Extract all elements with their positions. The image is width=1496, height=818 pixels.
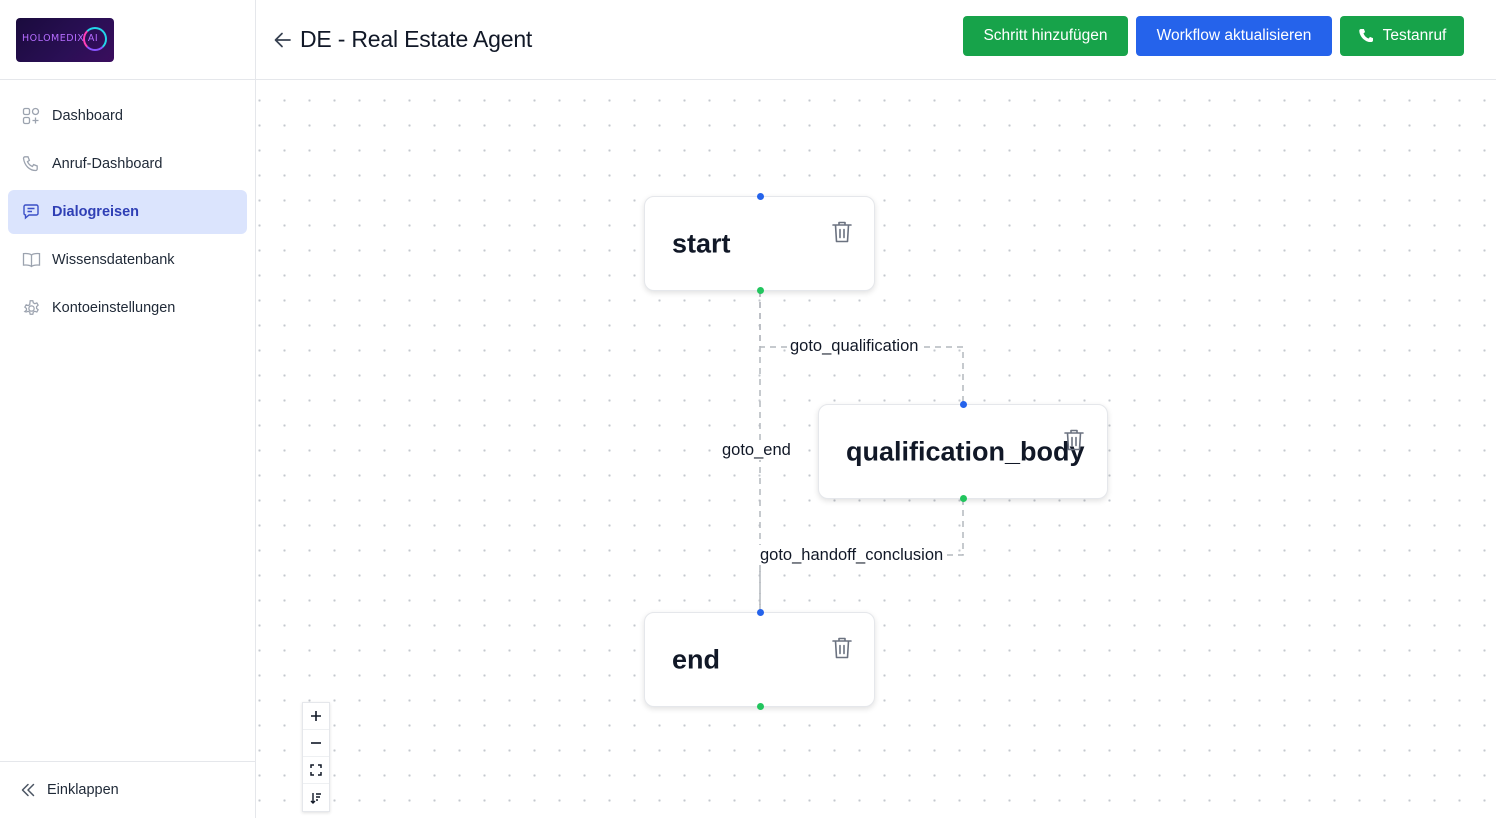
page-header: DE - Real Estate Agent Schritt hinzufüge… <box>256 0 1496 80</box>
logo-area: HOLOMEDIX AI <box>0 0 255 80</box>
node-output-handle[interactable] <box>960 495 967 502</box>
zoom-in-button[interactable] <box>303 703 329 730</box>
node-label: qualification_body <box>846 436 1085 466</box>
edge-label-goto-qualification[interactable]: goto_qualification <box>787 336 922 356</box>
collapse-label: Einklappen <box>47 782 119 798</box>
sidebar-item-label: Dialogreisen <box>52 204 140 220</box>
node-label: end <box>672 644 721 674</box>
gear-icon <box>21 298 41 318</box>
workflow-node-start[interactable]: start <box>644 193 875 294</box>
phone-icon <box>1358 28 1374 44</box>
fit-view-icon <box>310 764 322 776</box>
chat-icon <box>21 202 41 222</box>
layout-icon <box>310 792 321 804</box>
grid-icon <box>21 106 41 126</box>
sidebar-item-dashboard[interactable]: Dashboard <box>8 94 247 138</box>
plus-icon <box>311 711 321 721</box>
node-output-handle[interactable] <box>757 287 764 294</box>
node-input-handle[interactable] <box>960 401 967 408</box>
sidebar-item-dialogreisen[interactable]: Dialogreisen <box>8 190 247 234</box>
node-output-handle[interactable] <box>757 703 764 710</box>
book-icon <box>21 250 41 270</box>
sidebar-item-label: Wissensdatenbank <box>52 252 175 268</box>
update-workflow-button[interactable]: Workflow aktualisieren <box>1136 16 1332 56</box>
canvas-controls <box>302 702 330 812</box>
sidebar-nav: Dashboard Anruf-Dashboard Dialogreisen <box>8 94 247 334</box>
sidebar-item-wissensdatenbank[interactable]: Wissensdatenbank <box>8 238 247 282</box>
trash-icon[interactable] <box>830 219 854 245</box>
workflow-canvas[interactable]: goto_qualification goto_end goto_handoff… <box>256 81 1496 818</box>
logo-text: HOLOMEDIX AI <box>22 33 99 44</box>
phone-icon <box>21 154 41 174</box>
add-step-label: Schritt hinzufügen <box>983 27 1108 44</box>
sidebar-item-label: Dashboard <box>52 108 123 124</box>
logo[interactable]: HOLOMEDIX AI <box>16 18 114 62</box>
sidebar-item-anruf-dashboard[interactable]: Anruf-Dashboard <box>8 142 247 186</box>
node-input-handle[interactable] <box>757 609 764 616</box>
update-workflow-label: Workflow aktualisieren <box>1156 27 1312 44</box>
trash-icon[interactable] <box>830 635 854 661</box>
workflow-node-end[interactable]: end <box>644 609 875 710</box>
fit-view-button[interactable] <box>303 757 329 784</box>
auto-layout-button[interactable] <box>303 784 329 811</box>
sidebar-item-label: Anruf-Dashboard <box>52 156 163 172</box>
collapse-sidebar-button[interactable]: Einklappen <box>0 761 255 818</box>
test-call-label: Testanruf <box>1382 27 1447 44</box>
workflow-node-qualification-body[interactable]: qualification_body <box>818 401 1108 502</box>
add-step-button[interactable]: Schritt hinzufügen <box>963 16 1128 56</box>
node-label-clip: qualification_body <box>819 405 1085 498</box>
edge-label-goto-handoff-conclusion[interactable]: goto_handoff_conclusion <box>757 545 947 565</box>
sidebar-item-kontoeinstellungen[interactable]: Kontoeinstellungen <box>8 286 247 330</box>
node-label: start <box>672 228 731 258</box>
chevrons-left-icon <box>20 782 36 798</box>
test-call-button[interactable]: Testanruf <box>1340 16 1464 56</box>
zoom-out-button[interactable] <box>303 730 329 757</box>
edge-label-goto-end[interactable]: goto_end <box>719 440 794 460</box>
logo-ring-icon <box>83 27 107 51</box>
trash-icon[interactable] <box>1062 427 1086 453</box>
back-arrow-icon[interactable] <box>272 29 294 51</box>
page-title: DE - Real Estate Agent <box>300 26 533 52</box>
sidebar: HOLOMEDIX AI Dashboard Anruf-Dashboard <box>0 0 256 818</box>
sidebar-item-label: Kontoeinstellungen <box>52 300 176 316</box>
minus-icon <box>311 742 321 744</box>
node-input-handle[interactable] <box>757 193 764 200</box>
